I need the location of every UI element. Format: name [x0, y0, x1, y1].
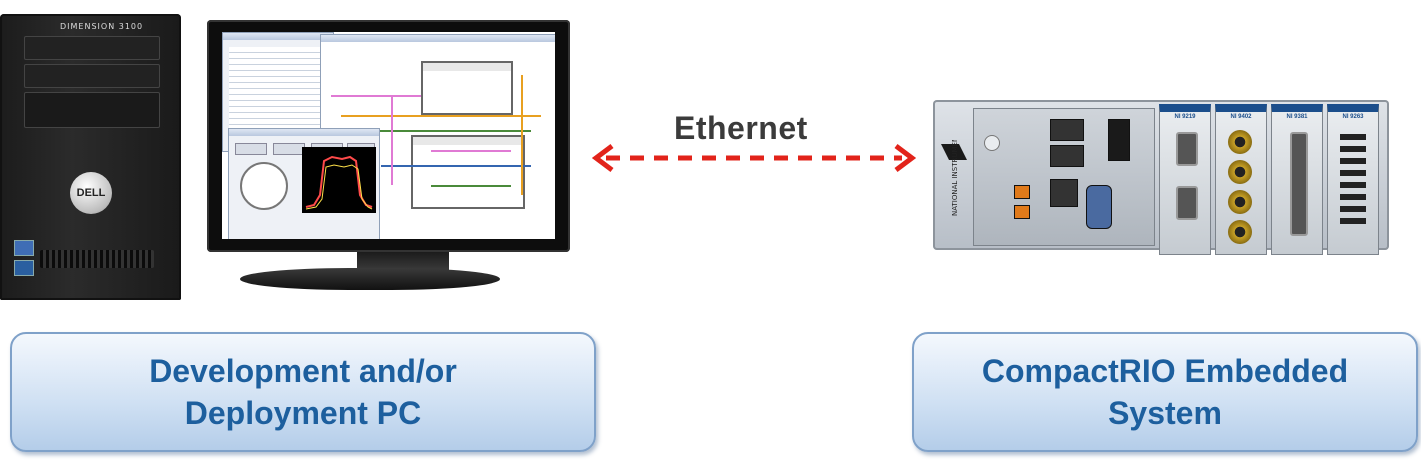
power-connector — [1108, 119, 1130, 161]
usb-port — [1014, 185, 1030, 199]
compactrio-image: NATIONAL INSTRUMENTS NI 9219 NI 9402 NI … — [933, 100, 1389, 255]
save-button-thumb — [273, 143, 305, 155]
pc-label-text: Development and/or Deployment PC — [149, 353, 457, 431]
monitor-screen — [222, 32, 555, 239]
optical-drive-bay — [24, 36, 160, 60]
crio-label-text: CompactRIO Embedded System — [981, 353, 1349, 431]
dsub-connector — [1176, 132, 1198, 166]
crio-label-box: CompactRIO Embedded System — [912, 332, 1418, 452]
bnc-connector — [1228, 190, 1252, 214]
frequency-curve — [305, 155, 373, 210]
media-panel — [24, 92, 160, 128]
monitor-base — [240, 268, 500, 290]
optical-drive-bay — [24, 64, 160, 88]
pc-label-box: Development and/or Deployment PC — [10, 332, 596, 452]
speed-gauge-thumb — [240, 162, 288, 210]
crio-module-9381: NI 9381 — [1271, 104, 1323, 255]
terminal-block — [1340, 146, 1366, 152]
intel-sticker — [14, 260, 34, 276]
bnc-connector — [1228, 160, 1252, 184]
terminal-block — [1340, 182, 1366, 188]
diagram-structure — [411, 135, 525, 209]
dsub-connector — [1176, 186, 1198, 220]
module-label: NI 9381 — [1286, 114, 1308, 120]
monitor-image — [207, 20, 570, 252]
crio-module-9219: NI 9219 — [1159, 104, 1211, 255]
ni-logo: NATIONAL INSTRUMENTS — [941, 140, 967, 216]
start-button-thumb — [235, 143, 267, 155]
terminal-block — [1340, 194, 1366, 200]
pc-tower-image: DIMENSION 3100 DELL — [0, 14, 181, 300]
ethernet-port — [1050, 145, 1084, 167]
usb-port — [1014, 205, 1030, 219]
module-label: NI 9402 — [1230, 114, 1252, 120]
monitor-neck — [357, 252, 449, 270]
frequency-chart-thumb — [302, 147, 376, 213]
crio-module-9263: NI 9263 — [1327, 104, 1379, 255]
dsub-connector — [1290, 132, 1308, 236]
crio-module-9402: NI 9402 — [1215, 104, 1267, 255]
arrowhead-left — [592, 144, 614, 172]
power-indicator — [984, 135, 1000, 151]
sd-card-slot — [1086, 185, 1112, 229]
crio-controller — [973, 108, 1155, 246]
ethernet-arrow — [592, 144, 916, 172]
arrowhead-right — [894, 144, 916, 172]
module-label: NI 9263 — [1342, 114, 1364, 120]
terminal-block — [1340, 158, 1366, 164]
ethernet-label: Ethernet — [674, 110, 808, 146]
terminal-block — [1340, 218, 1366, 224]
diagram-structure — [421, 61, 513, 115]
terminal-block — [1340, 134, 1366, 140]
ni-brand-text: NATIONAL INSTRUMENTS — [951, 140, 959, 216]
terminal-block — [1340, 206, 1366, 212]
tower-vent — [40, 250, 154, 268]
ethernet-port — [1050, 119, 1084, 141]
module-label: NI 9219 — [1174, 114, 1196, 120]
bnc-connector — [1228, 130, 1252, 154]
tower-model-text: DIMENSION 3100 — [60, 22, 144, 31]
bnc-connector — [1228, 220, 1252, 244]
dell-logo: DELL — [70, 172, 112, 214]
terminal-block — [1340, 170, 1366, 176]
windows-sticker — [14, 240, 34, 256]
ethernet-port — [1050, 179, 1078, 207]
